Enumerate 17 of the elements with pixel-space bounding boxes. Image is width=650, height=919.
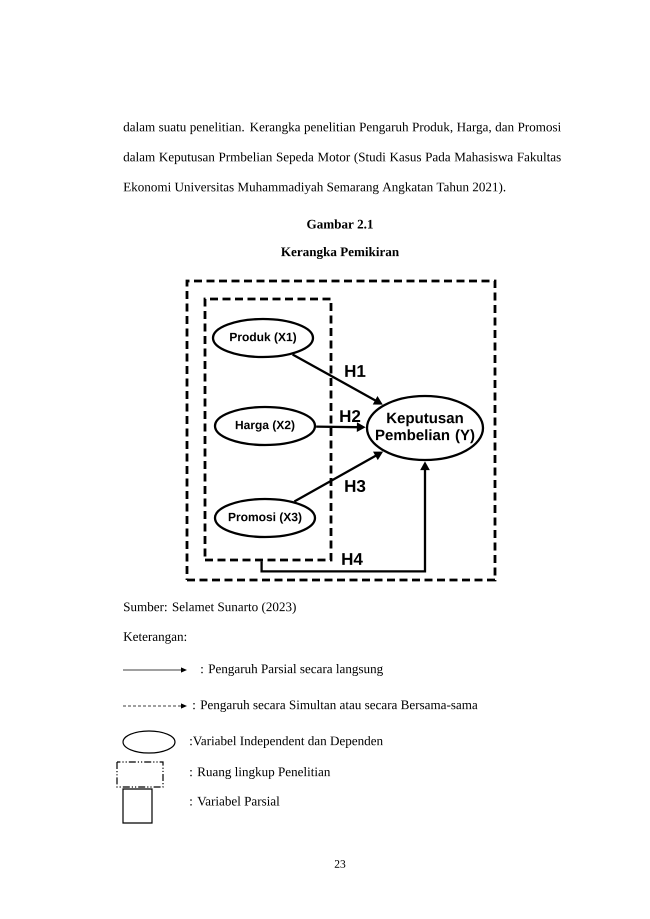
figure-title: Kerangka Pemikiran xyxy=(281,247,399,259)
edge-label: H1 xyxy=(344,364,366,378)
inner-dashed-frame xyxy=(204,298,332,562)
edge-label: H4 xyxy=(340,552,364,566)
legend-text: : Pengaruh Parsial secara langsung xyxy=(201,664,383,676)
source-note: Sumber: Selamet Sunarto (2023) xyxy=(124,602,296,614)
legend-text: : Pengaruh secara Simultan atau secara Bersama-sama xyxy=(193,700,478,712)
edge-label: H2 xyxy=(338,410,362,422)
legend-text: : Ruang lingkup Penelitian xyxy=(190,767,330,779)
legend-text: : Variabel Parsial xyxy=(190,796,280,806)
body-paragraph: dalam suatu penelitian. Kerangka penelitian Pengaruh Produk, Harga, dan Promosi dalam Keputusan Prmbelian Sepeda Motor (Studi Kasus Pada Mahasiswa Fakultas Ekonomi Universitas Muhammadiyah Semarang Angkatan Tahun 2021). xyxy=(124,122,561,194)
legend-text: :Variabel Independent dan Dependen xyxy=(190,736,383,748)
outer-dashed-frame xyxy=(186,280,496,582)
page-number: 23 xyxy=(334,860,346,868)
figure-number: Gambar 2.1 xyxy=(307,219,373,229)
legend-heading: Keterangan: xyxy=(124,632,186,644)
edge-label: H3 xyxy=(344,479,366,493)
